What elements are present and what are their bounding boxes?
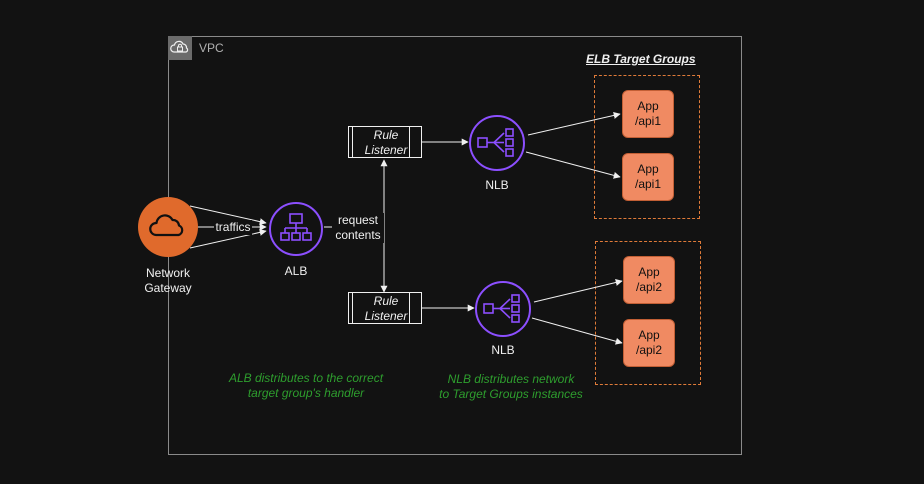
app-api1-a: App /api1 bbox=[622, 90, 674, 138]
target-group-api1 bbox=[594, 75, 700, 219]
target-group-api2 bbox=[595, 241, 701, 385]
network-gateway-line1: Network bbox=[145, 266, 190, 280]
note-alb-line1: ALB distributes to the correct bbox=[228, 371, 384, 385]
network-gateway-node bbox=[138, 197, 198, 257]
edge-label-traffics: traffics bbox=[214, 220, 252, 235]
note-nlb: NLB distributes network to Target Groups… bbox=[426, 372, 596, 402]
edge-nlb-top-app2 bbox=[525, 151, 621, 179]
edge-gateway-alb-1 bbox=[189, 205, 267, 226]
app-api1-b: App /api1 bbox=[622, 153, 674, 201]
network-gateway-line2: Gateway bbox=[144, 281, 192, 295]
network-gateway-label: Network Gateway bbox=[128, 266, 208, 296]
alb-label: ALB bbox=[284, 264, 308, 278]
rule-listener-top: Rule Listener bbox=[348, 126, 422, 158]
rule-bottom-line1: Rule bbox=[373, 294, 399, 308]
rule-bottom-line2: Listener bbox=[364, 309, 408, 323]
nlb-bottom-label: NLB bbox=[491, 343, 515, 357]
nlb-top-node bbox=[469, 115, 525, 171]
app-line1: App bbox=[638, 265, 660, 279]
app-line1: App bbox=[638, 328, 660, 342]
note-nlb-line1: NLB distributes network bbox=[447, 372, 575, 386]
edge-nlb-bottom-app3 bbox=[533, 279, 623, 303]
elb-target-groups-title: ELB Target Groups bbox=[586, 52, 696, 66]
edge-nlb-bottom-app4 bbox=[531, 317, 623, 345]
cloud-lock-icon bbox=[170, 40, 189, 53]
app-line2: /api1 bbox=[634, 114, 662, 128]
app-line2: /api2 bbox=[635, 343, 663, 357]
app-line2: /api2 bbox=[635, 280, 663, 294]
rule-top-line1: Rule bbox=[373, 128, 399, 142]
network-load-balancer-icon bbox=[477, 128, 514, 157]
cloud-icon bbox=[149, 214, 184, 237]
edge-label-request-line2: contents bbox=[335, 228, 381, 242]
note-nlb-line2: to Target Groups instances bbox=[439, 387, 583, 401]
app-line2: /api1 bbox=[634, 177, 662, 191]
nlb-top-label: NLB bbox=[485, 178, 509, 192]
edge-gateway-alb-3 bbox=[189, 228, 267, 249]
vpc-label: VPC bbox=[199, 41, 224, 55]
load-balancer-icon bbox=[280, 213, 312, 241]
note-alb-line2: target group's handler bbox=[247, 386, 365, 400]
note-alb: ALB distributes to the correct target gr… bbox=[216, 371, 396, 401]
rule-top-line2: Listener bbox=[364, 143, 408, 157]
edge-label-request-line1: request bbox=[337, 213, 379, 227]
alb-node bbox=[269, 202, 323, 256]
app-api2-a: App /api2 bbox=[623, 256, 675, 304]
app-line1: App bbox=[637, 162, 659, 176]
nlb-bottom-node bbox=[475, 281, 531, 337]
app-line1: App bbox=[637, 99, 659, 113]
edge-nlb-top-app1 bbox=[527, 111, 621, 136]
network-load-balancer-icon bbox=[483, 294, 520, 323]
edge-label-request-contents: request contents bbox=[332, 213, 384, 243]
rule-listener-bottom: Rule Listener bbox=[348, 292, 422, 324]
app-api2-b: App /api2 bbox=[623, 319, 675, 367]
vpc-badge bbox=[168, 36, 192, 60]
